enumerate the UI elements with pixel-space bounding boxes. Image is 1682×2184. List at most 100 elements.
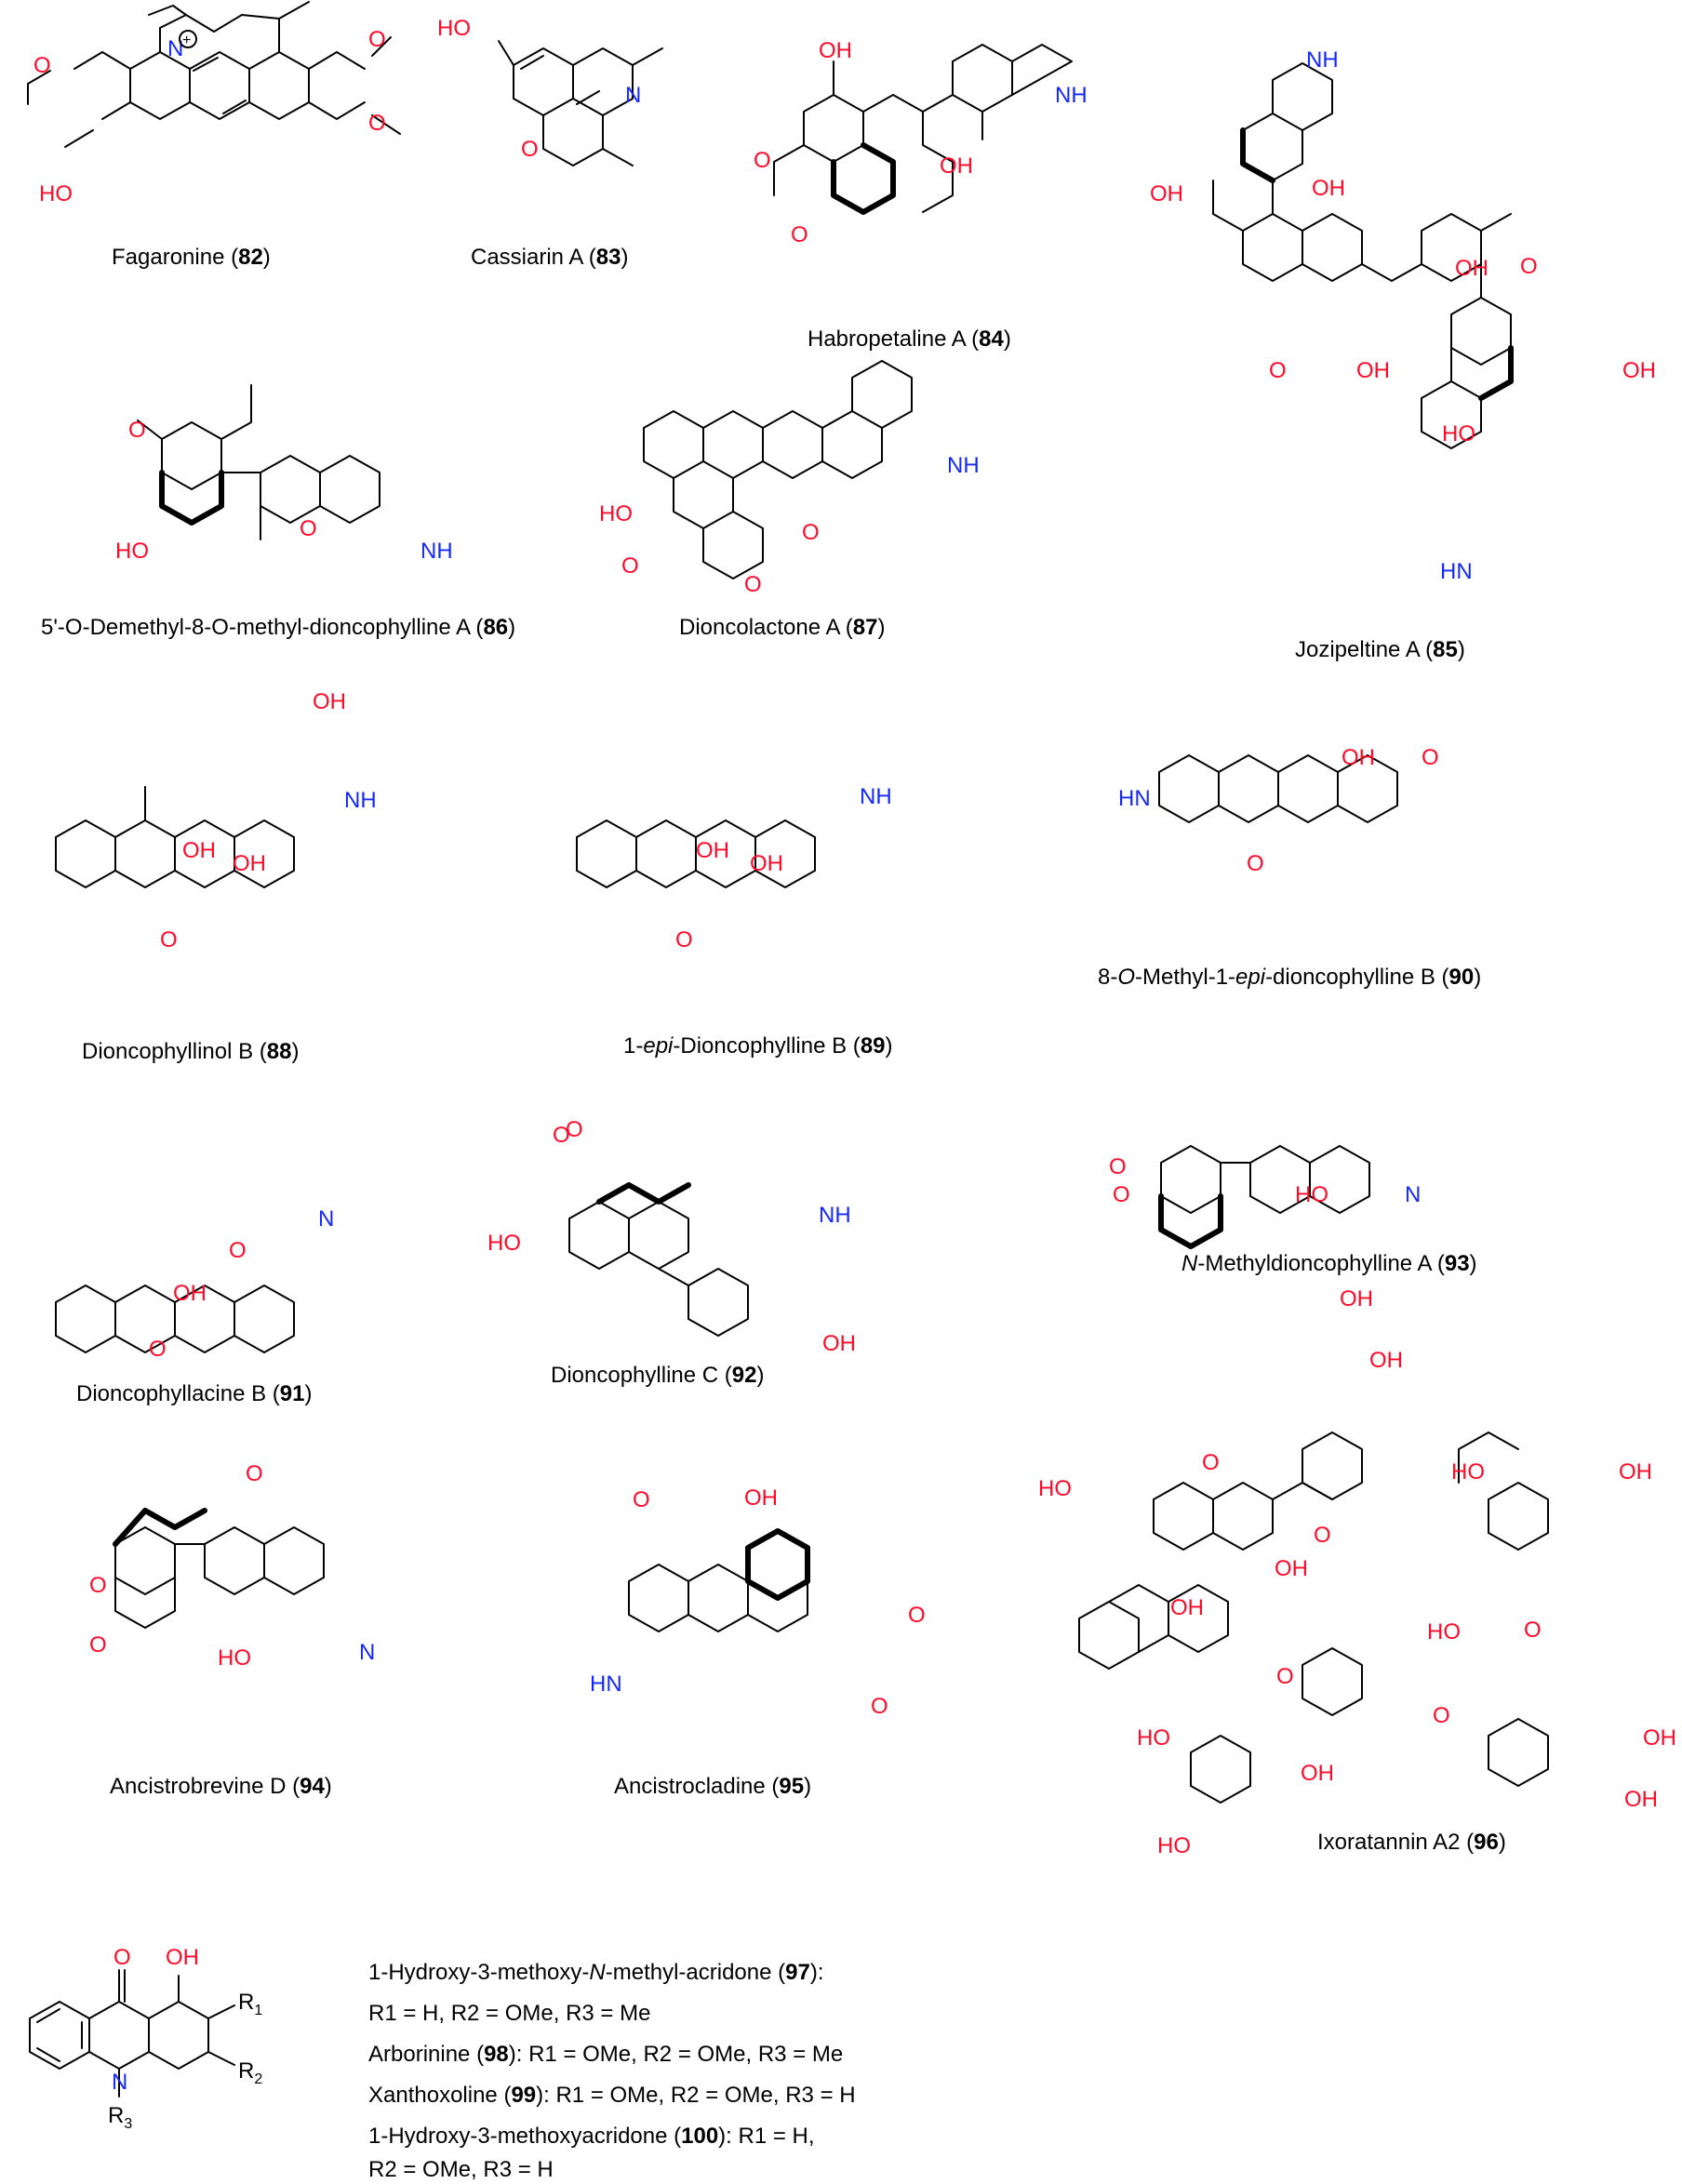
atom-o: O: [553, 1123, 570, 1148]
atom-r2: R2: [238, 2058, 262, 2087]
atom-oh: OH: [1342, 745, 1375, 770]
atom-r3: R3: [108, 2103, 132, 2132]
atom-oh: OH: [696, 838, 729, 863]
atom-oh: OH: [1275, 1556, 1308, 1581]
atom-oh: OH: [750, 851, 783, 876]
atom-oh: OH: [233, 851, 266, 876]
label-96: Ixoratannin A2 (96): [1317, 1830, 1506, 1855]
atom-o: O: [1314, 1523, 1331, 1548]
atom-o: O: [1109, 1154, 1127, 1179]
atom-o: O: [621, 553, 639, 579]
atom-o: O: [160, 927, 178, 952]
atom-nh: NH: [1306, 47, 1339, 73]
atom-ho: HO: [1451, 1459, 1485, 1485]
atom-hn: HN: [590, 1671, 622, 1697]
atom-hn: HN: [1440, 559, 1473, 584]
label-89: 1-epi-Dioncophylline B (89): [623, 1033, 893, 1059]
atom-o: O: [33, 53, 51, 78]
atom-o: O: [1524, 1618, 1542, 1643]
atom-oh: OH: [1643, 1725, 1676, 1751]
atom-nh: NH: [947, 453, 980, 478]
atom-oh: OH: [940, 153, 973, 179]
atom-ho: HO: [1427, 1619, 1461, 1645]
label-92: Dioncophylline C (92): [551, 1363, 764, 1388]
atom-o: O: [1276, 1664, 1294, 1689]
atom-o: O: [1520, 254, 1538, 279]
structure-acridone-core: O OH N R1 R2 R3: [29, 1945, 262, 2132]
atom-oh: OH: [1619, 1459, 1652, 1485]
atom-o: O: [1247, 851, 1264, 876]
atom-o: O: [1113, 1182, 1130, 1207]
structure-ancistrocladine: O OH O HN O Ancistrocladine (95): [590, 1485, 926, 1799]
atom-o: O: [791, 222, 808, 247]
atom-o: O: [300, 516, 317, 541]
atom-ho: HO: [218, 1645, 251, 1671]
acridone-legend: 1-Hydroxy-3-methoxy-N-methyl-acridone (9…: [368, 1960, 856, 2182]
structure-dioncophyllinol-b: OH NH OH OH O Dioncophyllinol B (88): [55, 689, 377, 1064]
acridone-line-4: Xanthoxoline (99): R1 = OMe, R2 = OMe, R…: [368, 2083, 856, 2108]
atom-oh: OH: [1455, 256, 1488, 281]
atom-o: O: [744, 572, 762, 597]
atom-ho: HO: [39, 181, 73, 206]
atom-o: O: [566, 1117, 583, 1142]
atom-ho: HO: [487, 1231, 521, 1256]
atom-oh: OH: [1170, 1595, 1204, 1620]
structure-ixoratannin-a2: OH OH HO O O OH OH HO OH O HO O O OH HO …: [1038, 1286, 1676, 1858]
structure-1-epi-dioncophylline-b: NH OH OH O 1-epi-Dioncophylline B (89): [576, 784, 893, 1059]
atom-o: O: [89, 1632, 107, 1658]
atom-oh: OH: [744, 1485, 778, 1511]
atom-oh: OH: [1356, 358, 1390, 383]
atom-n: N: [112, 2070, 127, 2095]
structure-dioncolactone-a: HO O O O NH Dioncolactone A (87): [599, 360, 980, 640]
atom-nh: NH: [344, 788, 377, 813]
structure-jozipeltine-a: NH OH OH O OH OH O OH HO HN Jozipeltine …: [1150, 47, 1656, 662]
atom-oh: OH: [1340, 1286, 1373, 1312]
atom-o: O: [1433, 1703, 1450, 1728]
atom-n: N: [167, 36, 183, 61]
atom-oh: OH: [822, 1331, 856, 1356]
atom-o: O: [229, 1238, 247, 1263]
acridone-line-2: R1 = H, R2 = OMe, R3 = Me: [368, 2001, 650, 2026]
atom-r1: R1: [238, 1990, 262, 2018]
atom-o: O: [871, 1694, 888, 1719]
label-91: Dioncophyllacine B (91): [76, 1381, 313, 1406]
atom-o: O: [1269, 358, 1287, 383]
atom-o: O: [802, 520, 820, 545]
atom-oh: OH: [1624, 1787, 1658, 1812]
label-88: Dioncophyllinol B (88): [82, 1039, 299, 1064]
structure-ancistrobrevine-d: O O O HO N Ancistrobrevine D (94): [89, 1461, 375, 1799]
atom-ho: HO: [599, 501, 633, 526]
structure-90: HN O OH O 8-O-Methyl-1-epi-dioncophyllin…: [1098, 745, 1481, 990]
charge-plus: +: [182, 33, 191, 48]
structure-dioncophylline-c: O HO NH OH Dioncophylline C (92): [487, 1123, 856, 1388]
structure-86: O HO O NH 5'-O-Demethyl-8-O-methyl-dionc…: [41, 384, 515, 640]
atom-oh: OH: [819, 38, 852, 63]
atom-oh: OH: [166, 1945, 199, 1970]
atom-oh: OH: [313, 689, 346, 714]
atom-n: N: [625, 83, 641, 108]
atom-hn: HN: [1118, 786, 1151, 811]
atom-o: O: [113, 1945, 131, 1970]
acridone-line-3: Arborinine (98): R1 = OMe, R2 = OMe, R3 …: [368, 2042, 843, 2067]
structure-93: O O HO N N-Methyldioncophylline A (93): [1109, 1145, 1477, 1276]
acridone-line-1: 1-Hydroxy-3-methoxy-N-methyl-acridone (9…: [368, 1960, 824, 1985]
label-84: Habropetaline A (84): [808, 326, 1011, 352]
structure-habropetaline-a: OH O O OH NH Habropetaline A (84): [754, 38, 1088, 352]
atom-oh: OH: [1301, 1761, 1334, 1786]
acridone-line-6: R2 = OMe, R3 = H: [368, 2157, 554, 2182]
atom-oh: OH: [1150, 181, 1183, 206]
atom-n: N: [1405, 1182, 1421, 1207]
atom-ho: HO: [1157, 1833, 1191, 1858]
atom-nh: NH: [860, 784, 892, 809]
atom-ho: HO: [1038, 1476, 1072, 1501]
atom-o: O: [128, 418, 146, 443]
atom-nh: NH: [420, 539, 453, 564]
atom-o: O: [246, 1461, 263, 1486]
atom-ho: HO: [115, 539, 149, 564]
structure-dioncophyllacine-b: O N O OH O Dioncophyllacine B (91): [55, 1117, 583, 1406]
label-83: Cassiarin A (83): [471, 245, 628, 270]
label-85: Jozipeltine A (85): [1295, 637, 1465, 662]
label-87: Dioncolactone A (87): [679, 615, 886, 640]
atom-o: O: [675, 927, 693, 952]
